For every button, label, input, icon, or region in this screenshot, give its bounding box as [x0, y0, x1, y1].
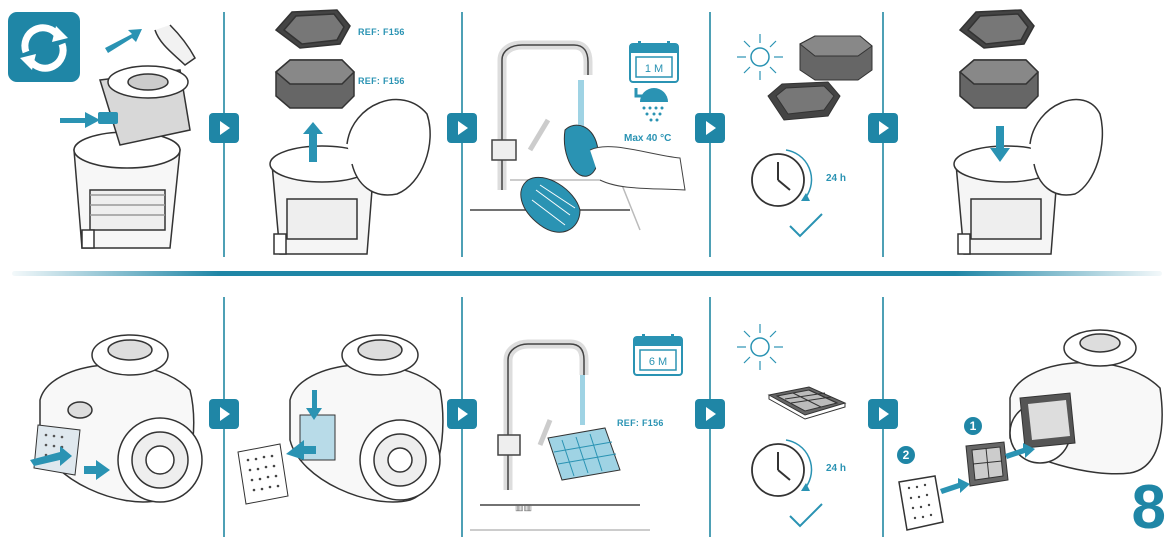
drying-grid-illustration	[767, 386, 847, 420]
ref-label: REF: F156	[617, 418, 664, 428]
vacuum-outlet-illustration	[30, 334, 203, 503]
checkmark-icon	[789, 503, 823, 528]
svg-text:▥▥: ▥▥	[515, 502, 532, 512]
filter-block-illustration	[898, 475, 944, 531]
svg-text:1 M: 1 M	[645, 63, 663, 75]
svg-text:6 M: 6 M	[649, 356, 667, 368]
next-step-icon	[695, 399, 725, 429]
vacuum-grid-removal-illustration	[237, 334, 444, 505]
grid-filter-illustration	[965, 441, 1009, 487]
next-step-icon	[447, 113, 477, 143]
filter-reinsert-illustration	[953, 9, 1104, 255]
shower-icon	[634, 88, 668, 122]
filter-removal-illustration	[269, 9, 431, 255]
page-number: 8	[1131, 473, 1166, 542]
ref-label: REF: F156	[358, 76, 405, 86]
ref-label: REF: F156	[358, 27, 405, 37]
temperature-label: Max 40 °C	[624, 133, 672, 144]
next-step-icon	[868, 113, 898, 143]
arrow-icon	[1005, 443, 1035, 459]
clock-icon	[751, 149, 813, 207]
drying-time-label: 24 h	[826, 463, 847, 474]
next-step-icon	[447, 399, 477, 429]
calendar-icon: 6 M	[633, 334, 683, 376]
drying-time-label: 24 h	[826, 173, 847, 184]
row-separator	[12, 271, 1162, 276]
arrow-icon	[940, 478, 970, 494]
drying-filters-illustration	[767, 35, 873, 121]
checkmark-icon	[789, 213, 823, 238]
next-step-icon	[868, 399, 898, 429]
clock-icon	[751, 439, 813, 497]
vacuum-reinsert-illustration	[1009, 329, 1163, 475]
next-step-icon	[209, 113, 239, 143]
dust-container-illustration	[60, 24, 196, 249]
next-step-icon	[209, 399, 239, 429]
step-order-1: 1	[964, 417, 982, 435]
step-order-2: 2	[897, 446, 915, 464]
replace-cycle-icon	[8, 12, 80, 82]
calendar-icon: 1 M	[629, 41, 679, 83]
sun-icon	[737, 34, 783, 80]
sun-icon	[737, 324, 783, 370]
faucet-wash-illustration	[470, 40, 686, 233]
next-step-icon	[695, 113, 725, 143]
faucet-grid-wash-illustration: ▥▥	[470, 339, 650, 531]
